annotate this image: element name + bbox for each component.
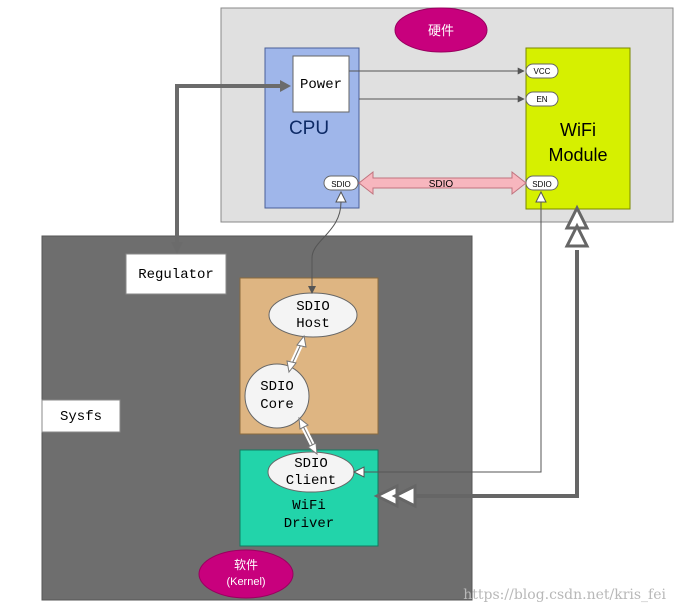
cpu-sdio-port [323, 175, 359, 191]
regulator-box: Regulator [125, 253, 227, 295]
wifi-driver-label-line2: Driver [284, 516, 334, 532]
sdio-core-line1: SDIO [260, 379, 294, 395]
sysfs-box: Sysfs [41, 399, 121, 433]
sdio-bus-label: SDIO [429, 179, 454, 190]
wifi-driver-label-line1: WiFi [292, 498, 326, 514]
sdio-client-line1: SDIO [294, 456, 328, 472]
regulator-label: Regulator [138, 267, 214, 283]
regulator-power-connector [171, 80, 291, 254]
sdio-core-line2: Core [260, 397, 294, 413]
wifi-module-label-line2: Module [548, 145, 607, 165]
core-client-arrow [298, 416, 318, 456]
sdio-host-line2: Host [296, 316, 330, 332]
cpu-sdio-to-host-line [308, 190, 347, 294]
hardware-label-text: 硬件 [428, 23, 454, 38]
sysfs-label: Sysfs [60, 409, 102, 425]
host-core-arrow [286, 334, 307, 374]
sdio-client-line2: Client [286, 473, 336, 489]
sdio-host-line1: SDIO [296, 299, 330, 315]
sdio-bus-arrow: SDIO [358, 170, 527, 196]
wifi-module-label-line1: WiFi [560, 120, 596, 140]
software-label-line2: (Kernel) [226, 576, 265, 588]
wifi-module-block: VCC EN WiFi Module SDIO [525, 47, 631, 210]
cpu-label: CPU [289, 118, 329, 139]
en-pin-label: EN [536, 95, 547, 104]
watermark: https://blog.csdn.net/kris_fei [463, 587, 666, 603]
sdio-host-node: SDIO Host [268, 292, 358, 338]
vcc-pin [525, 63, 559, 79]
cpu-block: Power CPU SDIO [264, 47, 360, 209]
driver-module-connector [373, 204, 590, 509]
software-label: 软件 (Kernel) [198, 549, 294, 599]
power-label: Power [300, 77, 342, 93]
cpu-sdio-port-label: SDIO [331, 180, 351, 189]
power-box [292, 55, 350, 113]
software-label-line1: 软件 [234, 558, 258, 572]
en-pin [525, 91, 559, 107]
vcc-pin-label: VCC [534, 67, 551, 76]
wifi-sdio-to-client-line [352, 190, 547, 478]
hardware-label: 硬件 [394, 7, 488, 53]
sdio-core-node: SDIO Core [244, 363, 310, 429]
wifi-sdio-port-label: SDIO [532, 180, 552, 189]
sdio-client-node: SDIO Client [267, 451, 355, 493]
